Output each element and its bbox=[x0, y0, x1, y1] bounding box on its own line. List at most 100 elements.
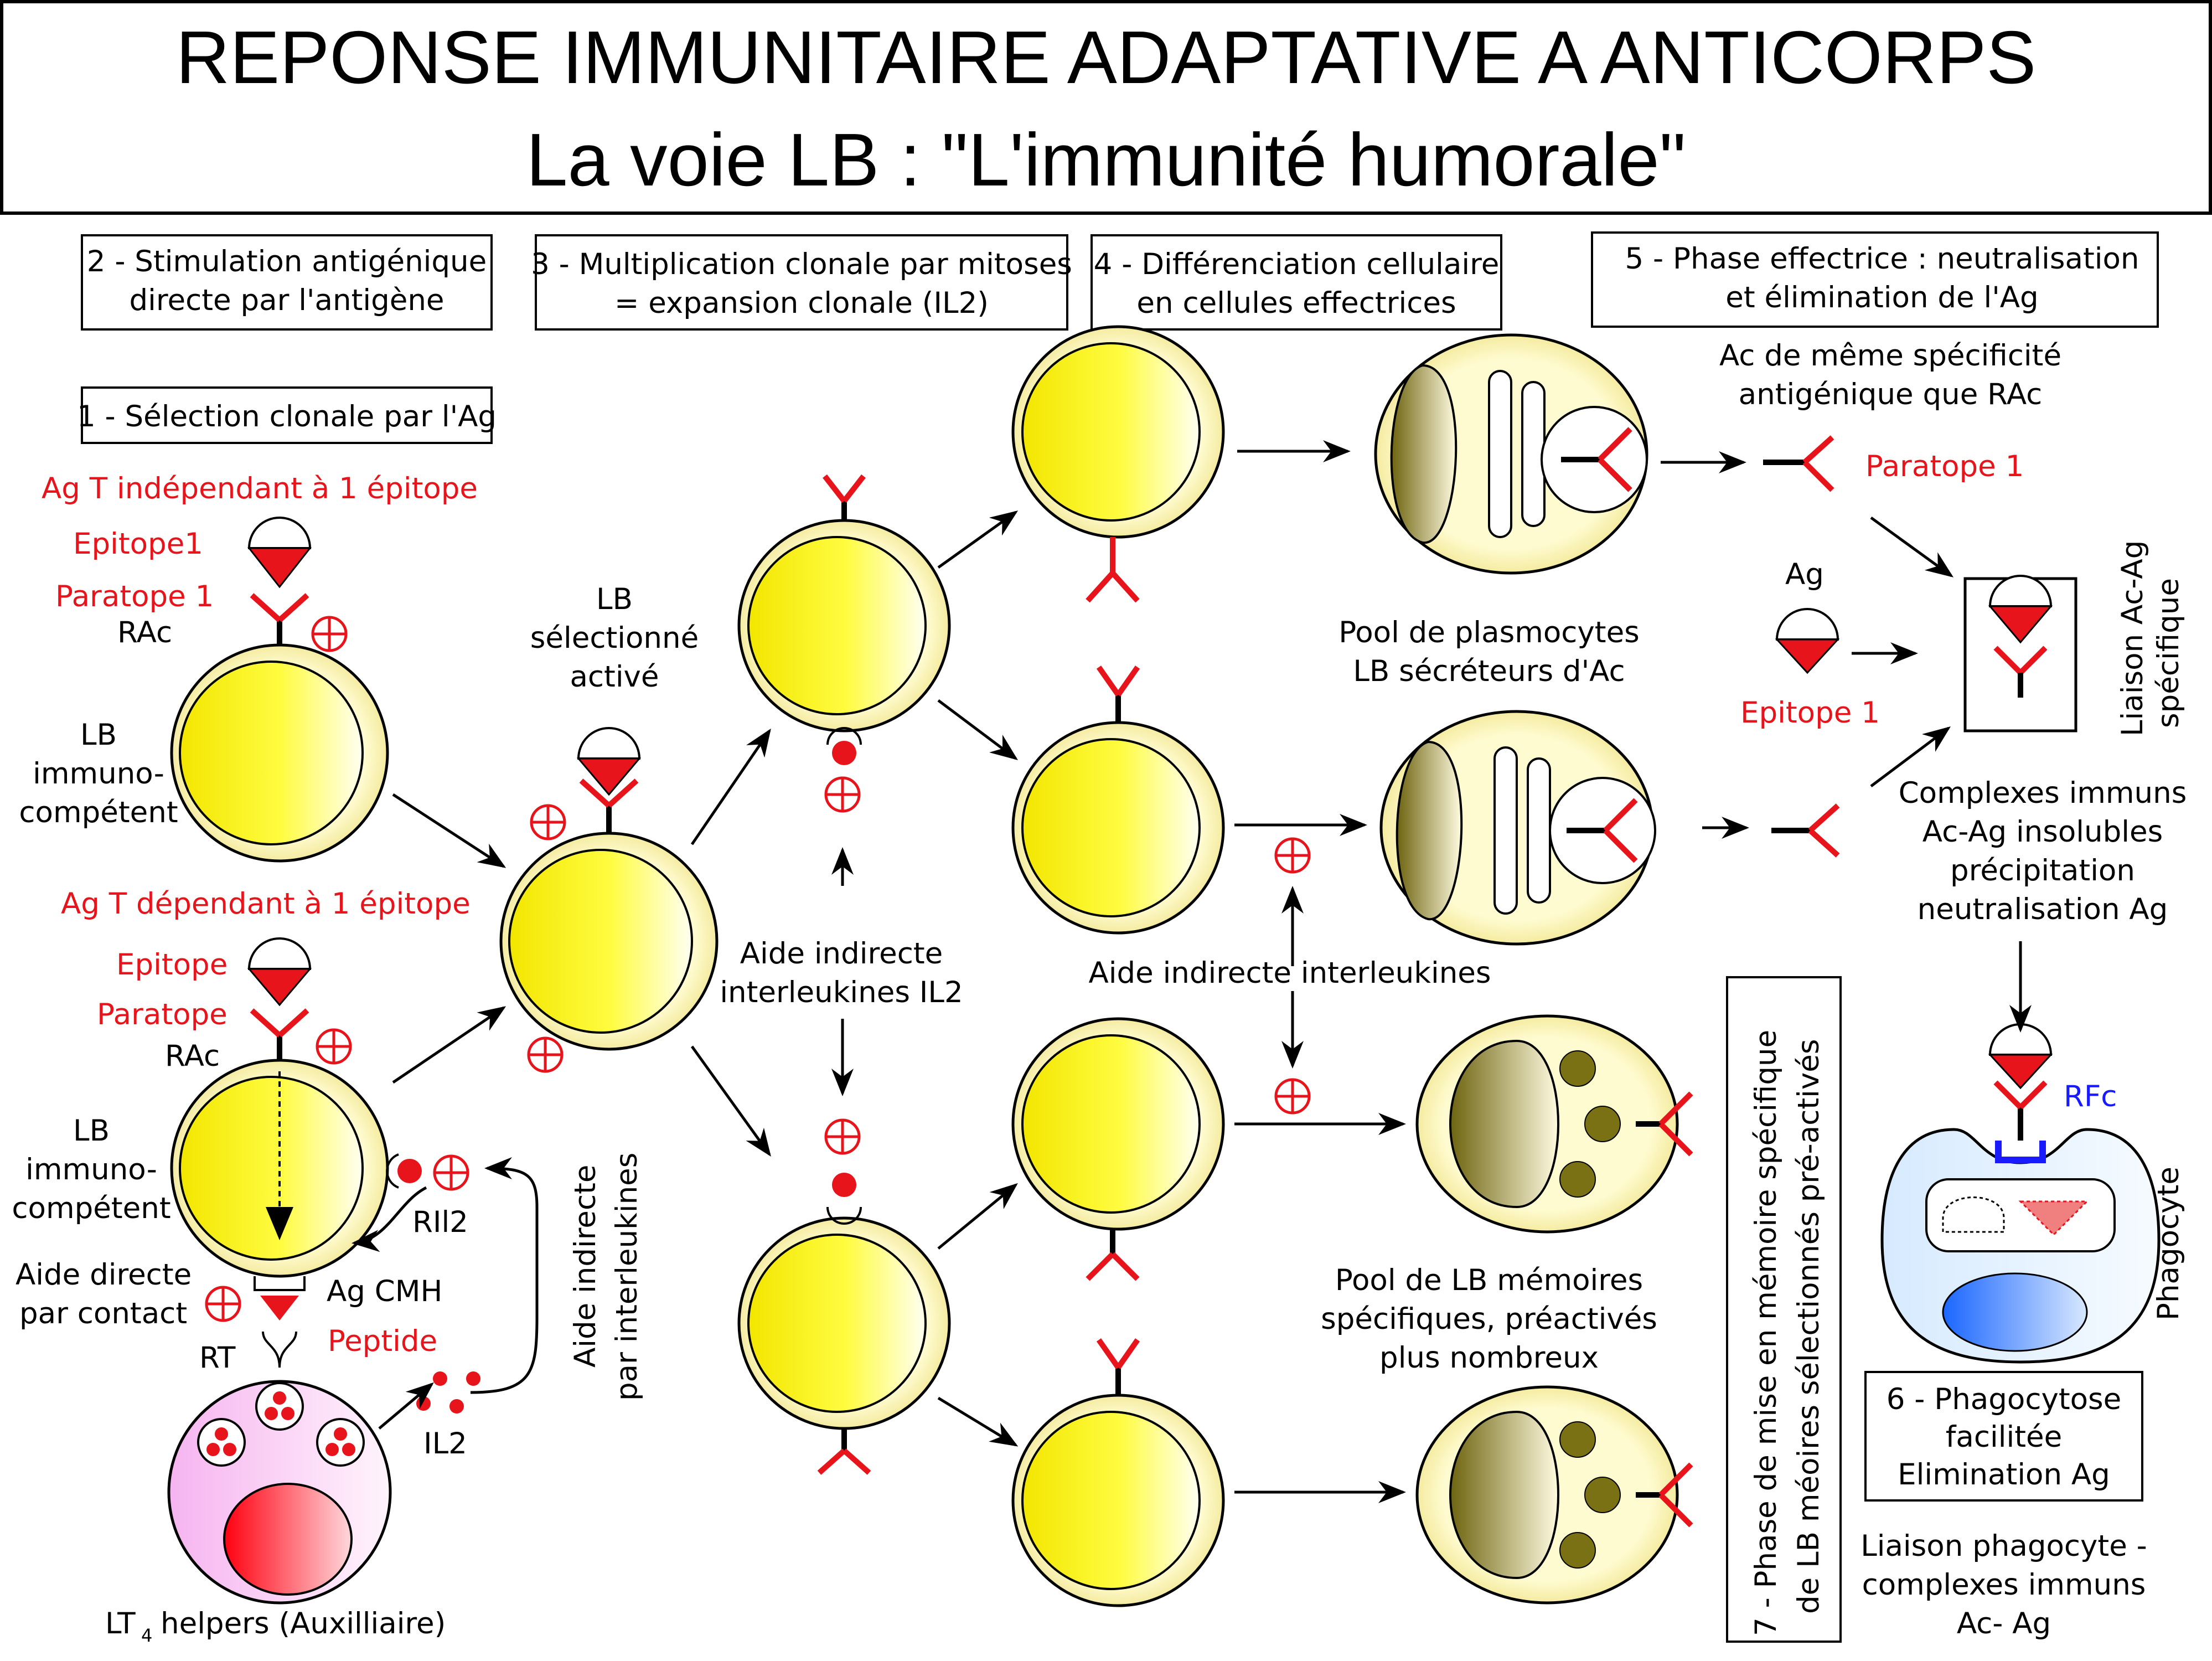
aide-indirecte-vertical-1: Aide indirecte bbox=[568, 1164, 602, 1368]
step-5-box: 5 - Phase effectrice : neutralisation et… bbox=[1591, 231, 2159, 328]
paratope-1-right: Paratope 1 bbox=[1865, 450, 2024, 483]
lb-cell-c4-3 bbox=[1011, 1017, 1225, 1231]
lb-label-2c: compétent bbox=[12, 1191, 170, 1225]
complexes-2: Ac-Ag insolubles bbox=[1922, 815, 2163, 849]
vesicle-2 bbox=[255, 1382, 304, 1431]
c4-receptors bbox=[1086, 537, 1140, 1395]
plasmocyte-1 bbox=[1374, 333, 1648, 575]
step-2-line-1: 2 - Stimulation antigénique bbox=[87, 245, 487, 278]
step-7-box: 7 - Phase de mise en mémoire spécifique … bbox=[1726, 976, 1842, 1643]
epitope-1-right: Epitope 1 bbox=[1740, 696, 1880, 730]
lt4-label-b: helpers (Auxilliaire) bbox=[161, 1607, 446, 1641]
lb-cell-c4-1 bbox=[1011, 325, 1225, 539]
step-3-line-2: = expansion clonale (IL2) bbox=[614, 286, 989, 320]
lb-label-1a: LB bbox=[80, 718, 117, 752]
complexes-3: précipitation bbox=[1950, 854, 2135, 888]
memory-cell-1 bbox=[1415, 1014, 1693, 1234]
cmh-peptide-complex bbox=[254, 1276, 306, 1368]
pool-plasmocytes-2: LB sécréteurs d'Ac bbox=[1353, 654, 1625, 688]
ril2-receptor bbox=[386, 1153, 422, 1189]
rfc-label: RFc bbox=[2064, 1080, 2117, 1113]
step-1-box: 1 - Sélection clonale par l'Ag bbox=[77, 386, 497, 444]
ag-label: Ag bbox=[1785, 558, 1824, 591]
rac-label-2: RAc bbox=[165, 1039, 220, 1073]
plus-icon bbox=[824, 776, 861, 813]
liaison-phagocyte-2: complexes immuns bbox=[1862, 1568, 2146, 1602]
epitope-label: Epitope bbox=[116, 948, 228, 982]
step-3-line-1: 3 - Multiplication clonale par mitoses bbox=[531, 247, 1072, 281]
step-4-box: 4 - Différenciation cellulaire en cellul… bbox=[1091, 234, 1502, 331]
plasmocyte-2 bbox=[1379, 710, 1656, 946]
step-6-line-2: facilitée bbox=[1946, 1420, 2062, 1454]
mitosis-top-receptor bbox=[823, 474, 866, 765]
lb-cell-mitosis-top bbox=[737, 519, 951, 733]
step-7-line-2: de LB méoires sélectionnés pré-activés bbox=[1792, 1039, 1826, 1614]
lb-selectionne-3: activé bbox=[570, 660, 659, 694]
ac-same-2: antigénique que RAc bbox=[1739, 378, 2043, 411]
lb-label-2a: LB bbox=[73, 1114, 110, 1148]
step-6-box: 6 - Phagocytose facilitée Elimination Ag bbox=[1864, 1371, 2143, 1502]
liaison-ac-ag-2: spécifique bbox=[2152, 578, 2185, 728]
vesicle-1 bbox=[197, 1418, 246, 1467]
free-antigen bbox=[1775, 608, 1840, 674]
peptide-label: Peptide bbox=[328, 1324, 437, 1358]
title-frame bbox=[0, 0, 2212, 215]
paratope1-label: Paratope 1 bbox=[55, 580, 214, 613]
flow-arrows bbox=[352, 440, 2032, 1503]
pool-plasmocytes-1: Pool de plasmocytes bbox=[1338, 616, 1640, 649]
ag-t-independant-label: Ag T indépendant à 1 épitope bbox=[42, 472, 478, 505]
epitope1-label: Epitope1 bbox=[73, 527, 203, 561]
step-6-line-1: 6 - Phagocytose bbox=[1887, 1383, 2122, 1416]
step-7-line-1: 7 - Phase de mise en mémoire spécifique bbox=[1749, 1030, 1783, 1636]
pool-memoires-2: spécifiques, préactivés bbox=[1321, 1302, 1657, 1336]
paratope-label: Paratope bbox=[97, 998, 228, 1031]
ril2-label: RIl2 bbox=[412, 1205, 468, 1239]
liaison-phagocyte-1: Liaison phagocyte - bbox=[1860, 1529, 2147, 1563]
step-3-box: 3 - Multiplication clonale par mitoses =… bbox=[531, 234, 1072, 331]
lb-label-2b: immuno- bbox=[25, 1153, 157, 1187]
complexes-4: neutralisation Ag bbox=[1918, 893, 2168, 926]
plus-icon bbox=[311, 616, 348, 652]
step-5-line-1: 5 - Phase effectrice : neutralisation bbox=[1625, 242, 2139, 276]
step-1-label: 1 - Sélection clonale par l'Ag bbox=[77, 400, 497, 434]
vesicle-3 bbox=[316, 1418, 365, 1467]
plus-icon bbox=[433, 1154, 469, 1191]
lb-selectionne-2: sélectionné bbox=[530, 621, 699, 655]
liaison-phagocyte-3: Ac- Ag bbox=[1957, 1607, 2051, 1641]
secreted-antibody-2 bbox=[1771, 803, 1840, 858]
step-4-line-2: en cellules effectrices bbox=[1136, 286, 1456, 320]
lb-label-1c: compétent bbox=[19, 796, 178, 829]
aide-indirecte-vertical-2: par interleukines bbox=[610, 1153, 644, 1401]
plus-icon bbox=[530, 804, 566, 840]
lb2-receptor bbox=[247, 937, 312, 1240]
lb-cell-1 bbox=[170, 643, 389, 863]
aide-directe-label-2: par contact bbox=[19, 1297, 187, 1330]
lb-cell-mitosis-bottom bbox=[737, 1216, 951, 1430]
plus-icon bbox=[1274, 837, 1311, 874]
ac-same-1: Ac de même spécificité bbox=[1719, 339, 2061, 373]
aide-directe-label-1: Aide directe bbox=[15, 1258, 192, 1292]
title-line-2: La voie LB : "L'immunité humorale" bbox=[526, 118, 1686, 202]
pool-memoires-1: Pool de LB mémoires bbox=[1335, 1263, 1643, 1297]
title-block: REPONSE IMMUNITAIRE ADAPTATIVE A ANTICOR… bbox=[0, 0, 2212, 215]
step-2-line-2: directe par l'antigène bbox=[129, 283, 444, 317]
step-4-line-1: 4 - Différenciation cellulaire bbox=[1094, 247, 1500, 281]
plus-icon bbox=[205, 1286, 241, 1322]
lb-cell-selected bbox=[499, 832, 719, 1051]
plus-icon bbox=[316, 1028, 352, 1065]
rt-label: RT bbox=[199, 1341, 236, 1375]
mitosis-bottom-receptor bbox=[817, 1173, 871, 1475]
il2-label: IL2 bbox=[423, 1427, 467, 1461]
lt4-label-sub: 4 bbox=[141, 1625, 152, 1646]
plus-signs bbox=[205, 616, 1311, 1322]
complexes-1: Complexes immuns bbox=[1899, 776, 2187, 810]
selected-lb-receptor bbox=[576, 727, 642, 833]
lt4-label-a: LT bbox=[105, 1607, 136, 1641]
lb-label-1b: immuno- bbox=[33, 757, 164, 791]
phagocyte-cell bbox=[1880, 1080, 2161, 1364]
aide-il2-1: Aide indirecte bbox=[740, 937, 943, 971]
step-5-line-2: et élimination de l'Ag bbox=[1725, 281, 2038, 314]
liaison-ac-ag-1: Liaison Ac-Ag bbox=[2116, 540, 2149, 736]
il2-particles bbox=[416, 1371, 480, 1414]
